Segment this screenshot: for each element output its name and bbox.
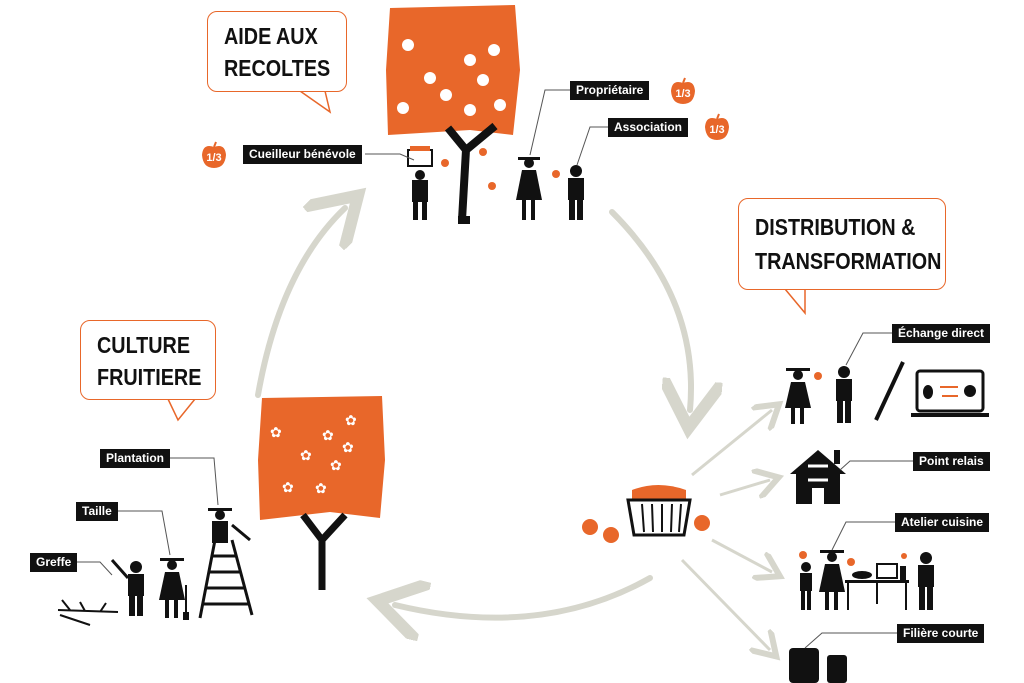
- association-figure-icon: [568, 165, 584, 220]
- ladder-icon: [198, 539, 254, 619]
- harvest-tree-icon: [386, 5, 520, 224]
- cooking-workshop-icon: [799, 550, 934, 610]
- planter-figure-icon: [208, 508, 251, 543]
- bubble-title-line: DISTRIBUTION &: [755, 214, 916, 240]
- share-badge: 1/3: [670, 77, 696, 105]
- distribution-rays: [680, 410, 772, 650]
- gardener-figure-icon: [159, 558, 189, 620]
- svg-text:✿: ✿: [345, 413, 357, 429]
- svg-text:✿: ✿: [342, 440, 354, 456]
- apple-icon: [202, 141, 226, 168]
- bubble-title-line: CULTURE: [97, 332, 191, 358]
- pruner-figure-icon: [110, 559, 144, 616]
- label-short-supply-chain: Filière courte: [897, 624, 985, 643]
- share-badge: 1/3: [704, 113, 730, 141]
- svg-text:✿: ✿: [270, 425, 282, 441]
- label-owner: Propriétaire: [570, 81, 650, 100]
- label-association: Association: [608, 118, 689, 137]
- branches-icon: [57, 599, 119, 626]
- svg-text:✿: ✿: [330, 458, 342, 474]
- label-volunteer-picker: Cueilleur bénévole: [243, 145, 362, 164]
- bubble-title-line: AIDE AUX: [224, 23, 318, 49]
- svg-text:✿: ✿: [282, 480, 294, 496]
- laptop-exchange-icon: [911, 369, 989, 417]
- relay-house-icon: [790, 450, 846, 504]
- culture-bubble: CULTURE FRUITIERE: [80, 320, 216, 400]
- label-pruning: Taille: [76, 502, 118, 521]
- label-planting: Plantation: [100, 449, 171, 468]
- svg-text:✿: ✿: [300, 448, 312, 464]
- label-direct-exchange: Échange direct: [892, 324, 991, 343]
- direct-exchange-icon: [785, 361, 905, 424]
- harvest-bubble: AIDE AUX RECOLTES: [207, 11, 347, 92]
- label-cooking-workshop: Atelier cuisine: [895, 513, 990, 532]
- picker-figure-icon: [407, 146, 433, 220]
- blossom-tree-icon: ✿✿✿✿ ✿✿✿✿: [258, 396, 385, 590]
- bubble-title-line: TRANSFORMATION: [755, 248, 942, 274]
- share-badge: 1/3: [201, 141, 227, 169]
- bubble-title-line: FRUITIERE: [97, 364, 202, 390]
- owner-figure-icon: [516, 157, 542, 220]
- jars-icon: [789, 648, 847, 683]
- label-relay-point: Point relais: [913, 452, 990, 471]
- label-grafting: Greffe: [30, 553, 78, 572]
- cycle-arrows: [255, 208, 691, 618]
- svg-text:✿: ✿: [315, 481, 327, 497]
- apple-icon: [705, 113, 729, 140]
- svg-text:✿: ✿: [322, 428, 334, 444]
- apple-basket-icon: [582, 485, 710, 543]
- bubble-title-line: RECOLTES: [224, 55, 331, 81]
- distribution-bubble: DISTRIBUTION & TRANSFORMATION: [738, 198, 946, 290]
- apple-icon: [552, 170, 560, 178]
- apple-icon: [671, 77, 695, 104]
